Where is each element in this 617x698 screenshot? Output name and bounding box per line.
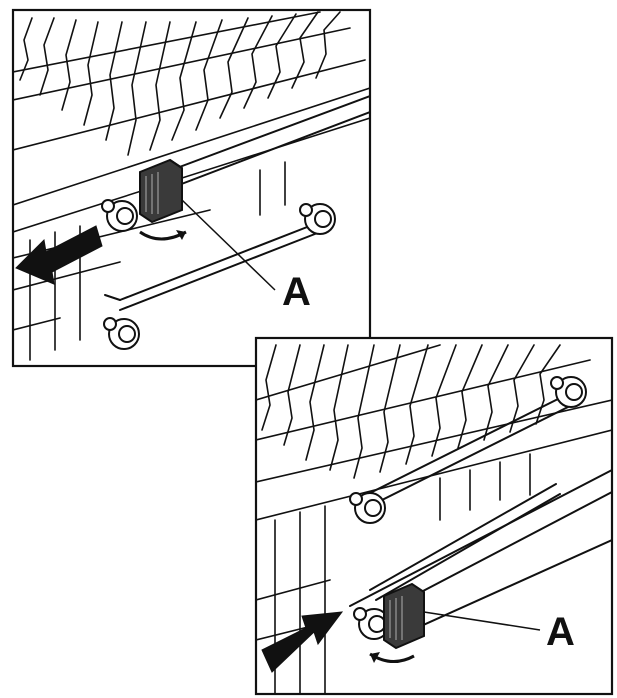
rack-adjuster-lever (139, 158, 183, 224)
pull-out-arrow-icon (15, 225, 103, 285)
rack-rail (349, 391, 612, 641)
rack-wires (13, 11, 370, 361)
wheel-icon (299, 203, 336, 235)
panel-frame (11, 8, 372, 368)
wheel-icon (103, 317, 140, 350)
callout-label-a: A (546, 610, 575, 654)
callout-leader (181, 199, 276, 291)
callout-label-a: A (282, 270, 311, 314)
wheel-icon (101, 199, 138, 232)
push-in-arrow-icon (261, 611, 344, 673)
wheel-icon (550, 376, 587, 408)
rack-rail (104, 95, 370, 311)
wheel-icon (349, 492, 386, 524)
panel-bottom-right: A (254, 336, 614, 696)
panel-top-left: A (11, 8, 372, 368)
callout-leader (423, 611, 541, 631)
rack-adjuster-lever (383, 582, 425, 650)
